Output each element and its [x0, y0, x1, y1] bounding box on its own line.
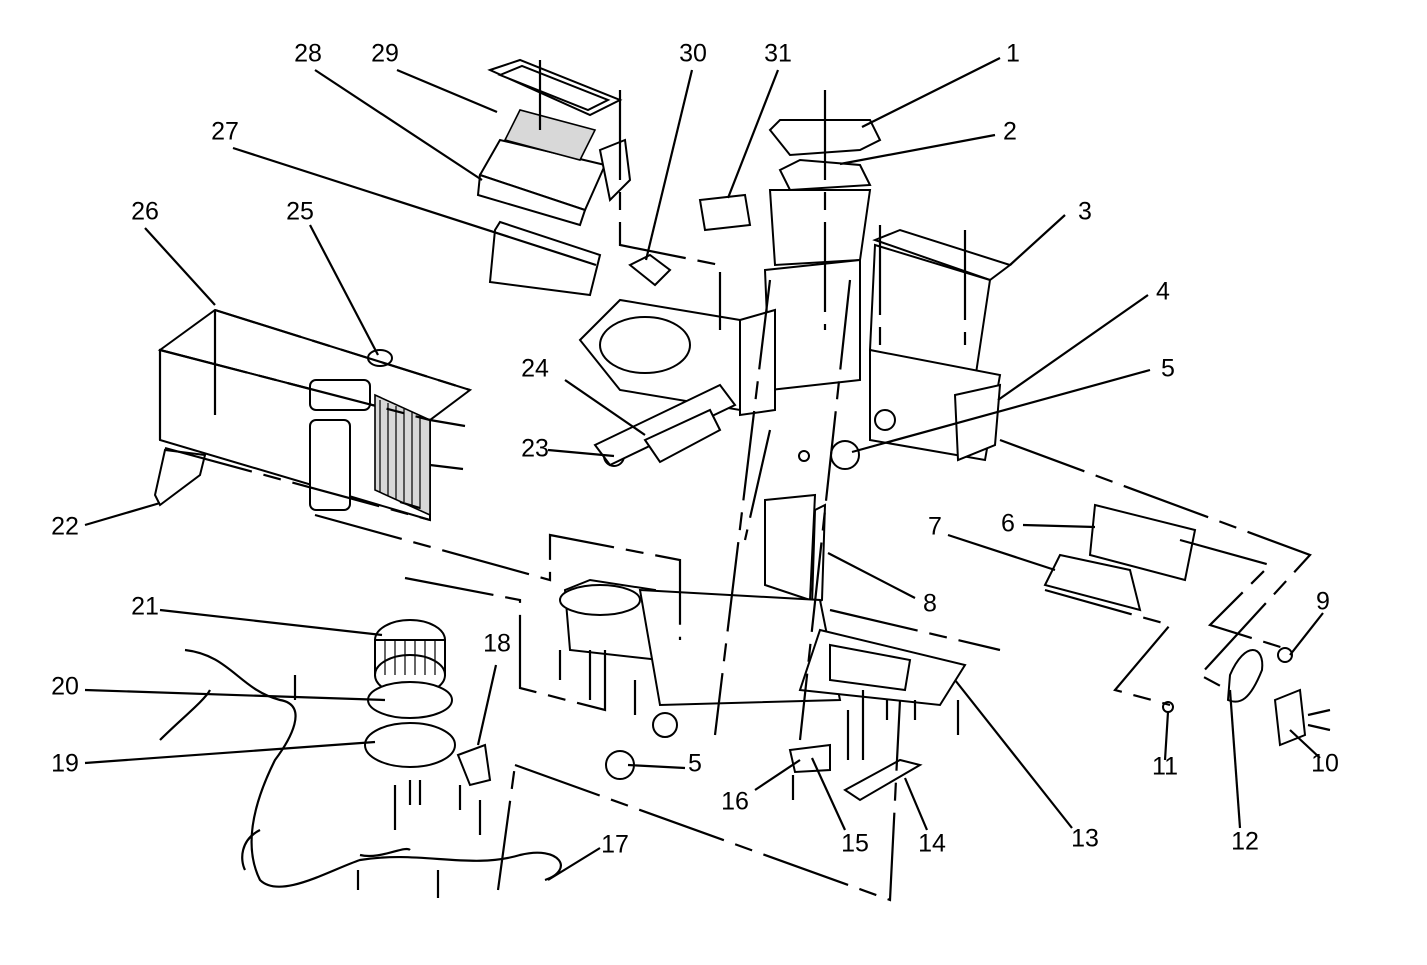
callout-6: 6: [1001, 510, 1015, 538]
callout-13: 13: [1071, 825, 1099, 853]
callout-20: 20: [51, 673, 79, 701]
callout-10: 10: [1311, 750, 1339, 778]
callout-29: 29: [371, 40, 399, 68]
callout-5: 5: [1161, 355, 1175, 383]
callout-19: 19: [51, 750, 79, 778]
assembly-lines: [159, 60, 1312, 902]
callout-11: 11: [1152, 753, 1178, 781]
lower-left-duct: [578, 298, 776, 467]
callout-24: 24: [521, 355, 549, 383]
callout-21: 21: [131, 593, 159, 621]
callout-26: 26: [131, 198, 159, 226]
blower-motor-assembly: [364, 619, 492, 787]
leader-lines: [84, 57, 1324, 881]
fasteners: [399, 418, 810, 510]
callout-16: 16: [721, 788, 749, 816]
evaporator-core-case: [153, 308, 473, 522]
callout-4: 4: [1156, 278, 1170, 306]
callout-7: 7: [928, 513, 942, 541]
callout-15: 15: [841, 830, 869, 858]
callout-25: 25: [286, 198, 314, 226]
parts-layer: [153, 58, 1307, 888]
callout-8: 8: [923, 590, 937, 618]
callout-5-lower: 5: [688, 750, 702, 778]
fastener-ticks: [293, 650, 1331, 898]
callout-9: 9: [1316, 588, 1330, 616]
callout-2: 2: [1003, 118, 1017, 146]
callout-30: 30: [679, 40, 707, 68]
right-components: [1043, 503, 1307, 747]
callout-22: 22: [51, 513, 79, 541]
callout-14: 14: [918, 830, 946, 858]
callout-23: 23: [521, 435, 549, 463]
callout-27: 27: [211, 118, 239, 146]
callout-18: 18: [483, 630, 511, 658]
wiring-harness: [159, 648, 562, 888]
lower-case-assembly: [559, 493, 967, 802]
callout-3: 3: [1078, 198, 1092, 226]
callout-17: 17: [601, 831, 629, 859]
callout-1: 1: [1006, 40, 1020, 68]
callout-12: 12: [1231, 828, 1259, 856]
upper-case-filter: [476, 58, 672, 297]
callout-labels: 1 2 3 4 5 6 7 8 9 10 11 12 13 14 15 16 1…: [51, 40, 1339, 859]
upper-hvac-module: [698, 119, 1013, 470]
callout-31: 31: [764, 40, 792, 68]
callout-28: 28: [294, 40, 322, 68]
